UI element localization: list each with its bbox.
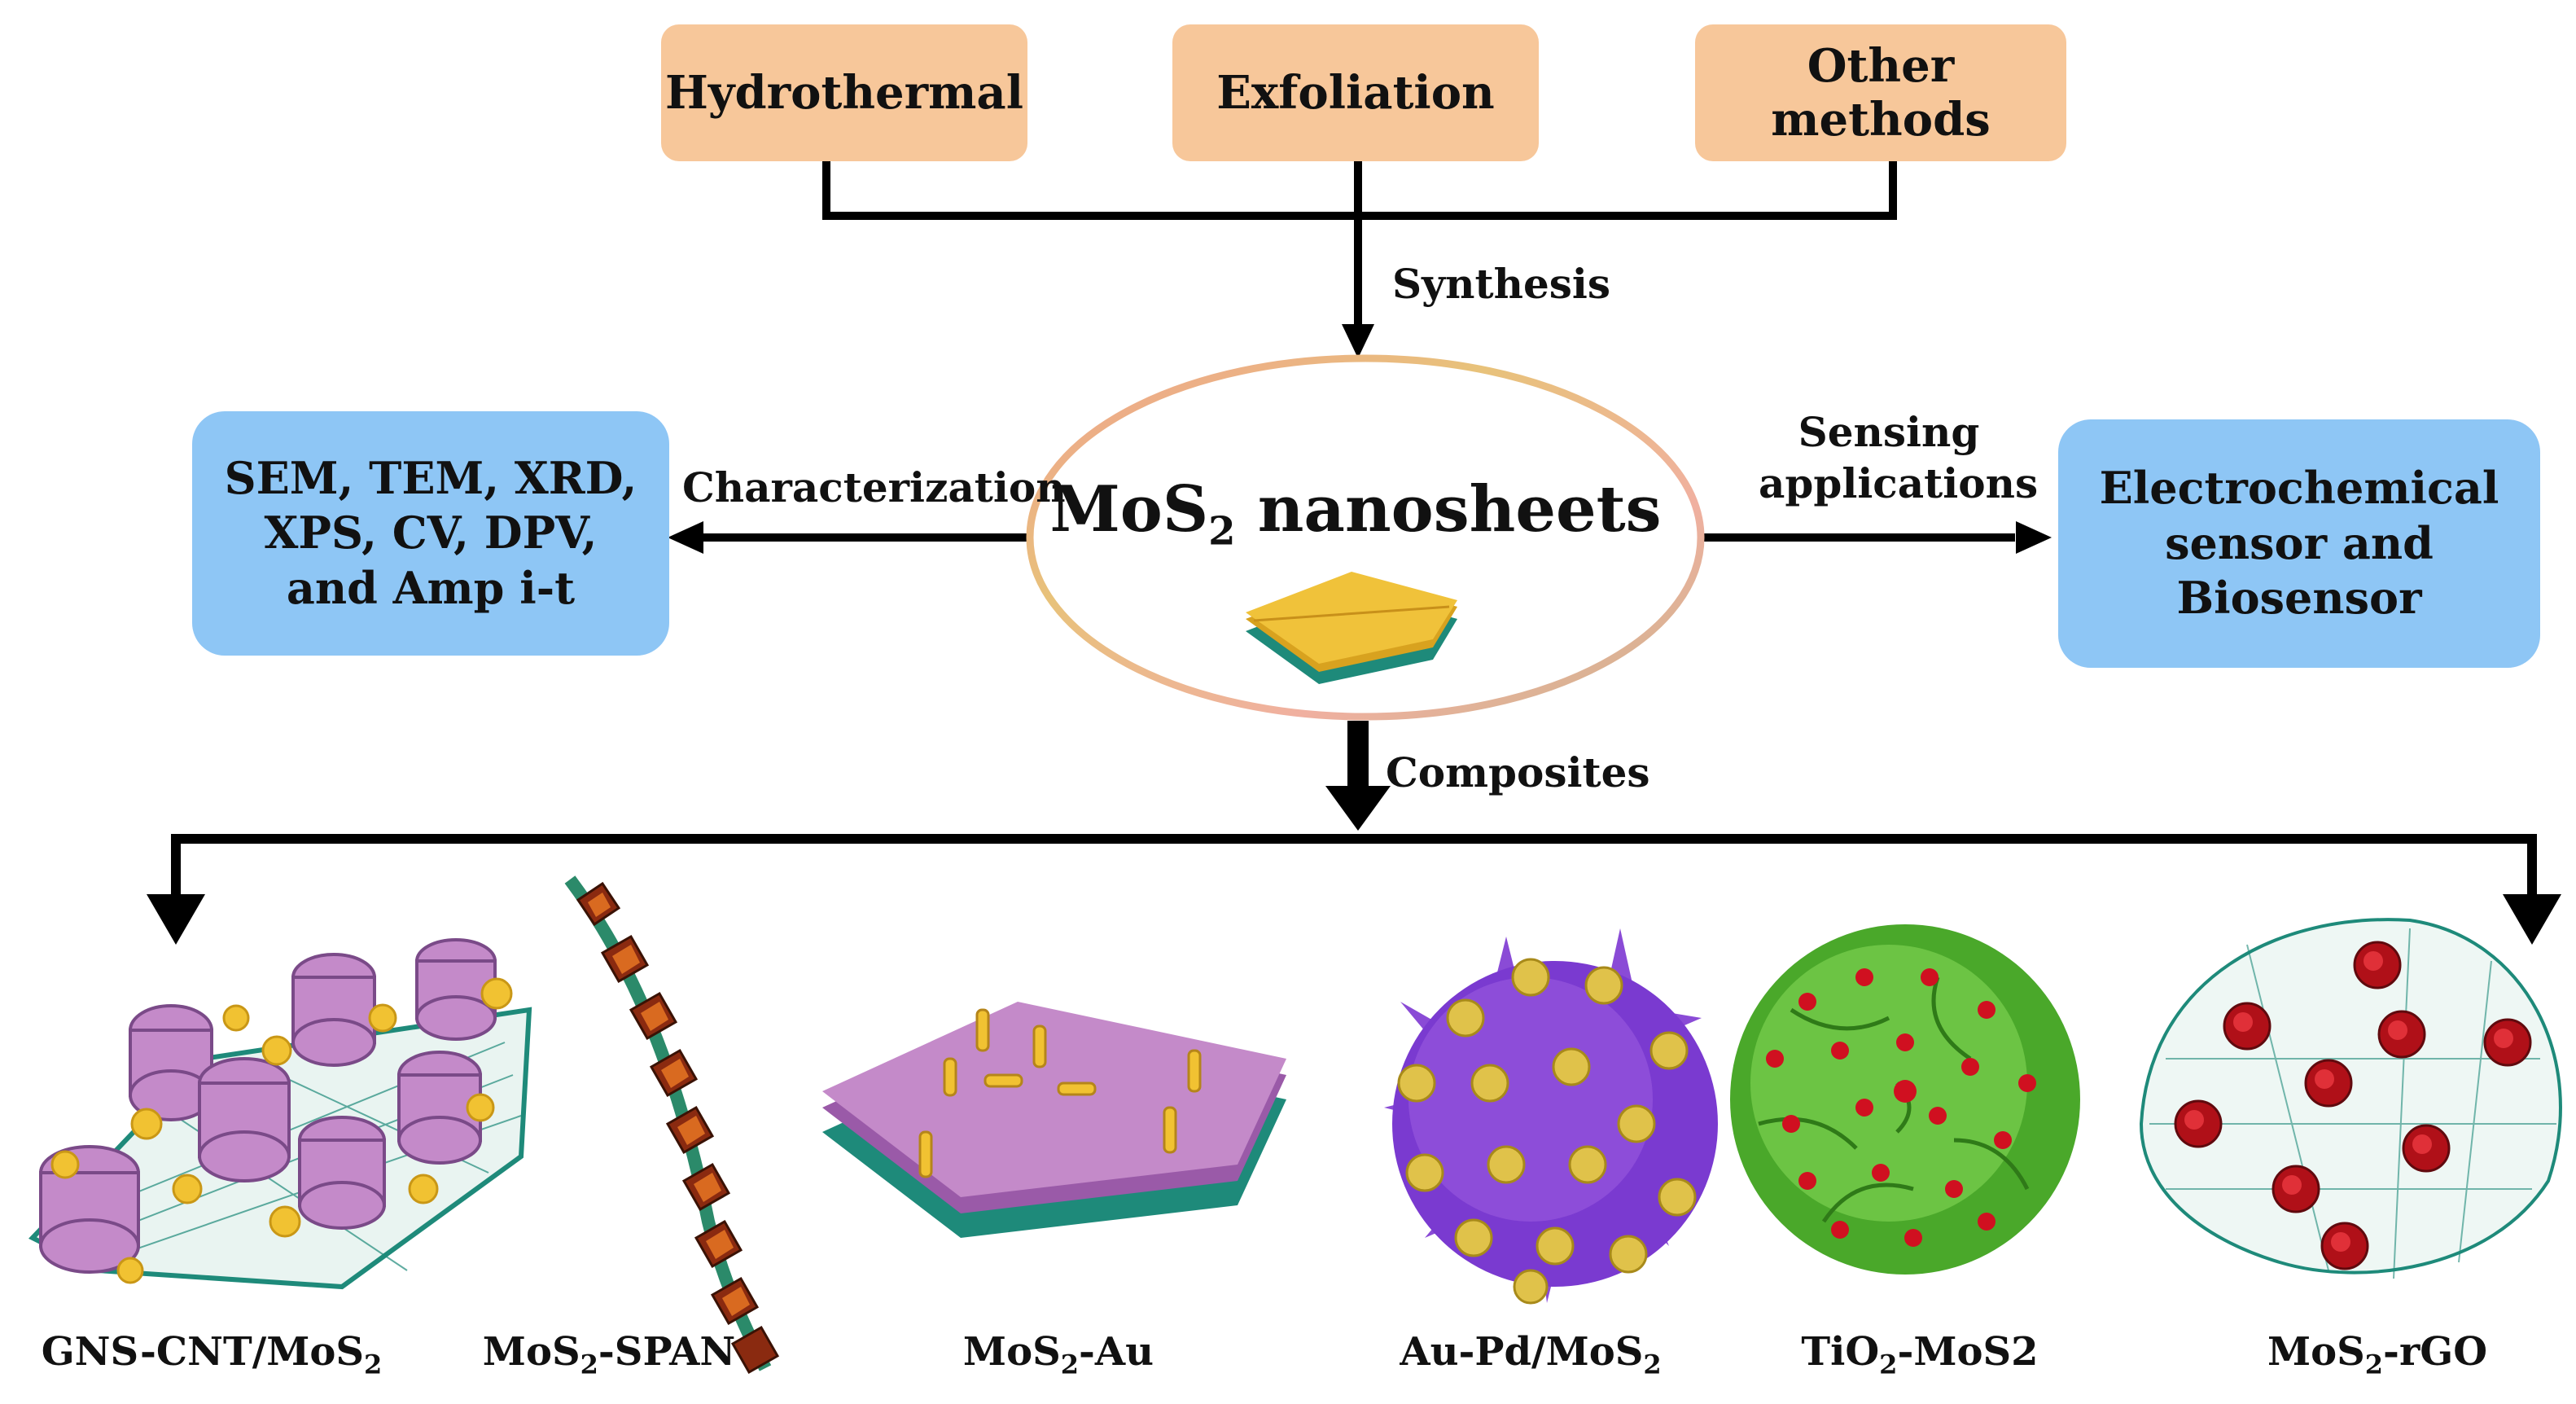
caption-tio2-mos2: TiO2-MoS2 (1801, 1329, 2039, 1380)
composites-arrowhead (1325, 786, 1391, 831)
sensing-arrowhead (2016, 521, 2052, 554)
tio2-mos2-illustration (1730, 924, 2080, 1275)
au-pd-mos2-illustration (1384, 928, 1718, 1305)
gns-cnt-mos2-illustration (28, 938, 532, 1290)
composites-bracket (171, 834, 2537, 896)
synthesis-label: Synthesis (1392, 260, 1611, 308)
mos2-nanosheets-title: MoS2 nanosheets (1049, 472, 1662, 555)
hydrothermal-box: Hydrothermal (661, 24, 1027, 161)
application-box: Electrochemical sensor and Biosensor (2058, 419, 2540, 668)
bracket-right-arrowhead (2503, 894, 2561, 945)
characterization-arrowhead (668, 521, 703, 554)
bracket-left-arrowhead (147, 894, 205, 945)
caption-mos2-au: MoS2-Au (962, 1329, 1154, 1380)
characterization-box: SEM, TEM, XRD, XPS, CV, DPV, and Amp i-t (192, 411, 669, 656)
mos2-span-illustration (564, 875, 780, 1375)
composites-label: Composites (1386, 748, 1650, 796)
synthesis-arrowhead (1342, 324, 1374, 358)
sensing-label: Sensing applications (1759, 408, 2039, 507)
characterization-label: Characterization (682, 463, 1066, 511)
caption-mos2-span: MoS2-SPAN (482, 1329, 736, 1380)
mos2-sheet-icon (1246, 572, 1457, 684)
caption-mos2-rgo: MoS2-rGO (2267, 1329, 2488, 1380)
caption-gns-cnt-mos2: GNS-CNT/MoS2 (41, 1329, 383, 1380)
caption-au-pd-mos2: Au-Pd/MoS2 (1400, 1329, 1662, 1380)
other-methods-box: Other methods (1695, 24, 2066, 161)
mos2-rgo-illustration (2139, 918, 2562, 1279)
synthesis-tree (822, 160, 1897, 326)
mos2-au-illustration (822, 1002, 1286, 1238)
exfoliation-box: Exfoliation (1172, 24, 1539, 161)
mos2-ring (1026, 354, 1705, 721)
